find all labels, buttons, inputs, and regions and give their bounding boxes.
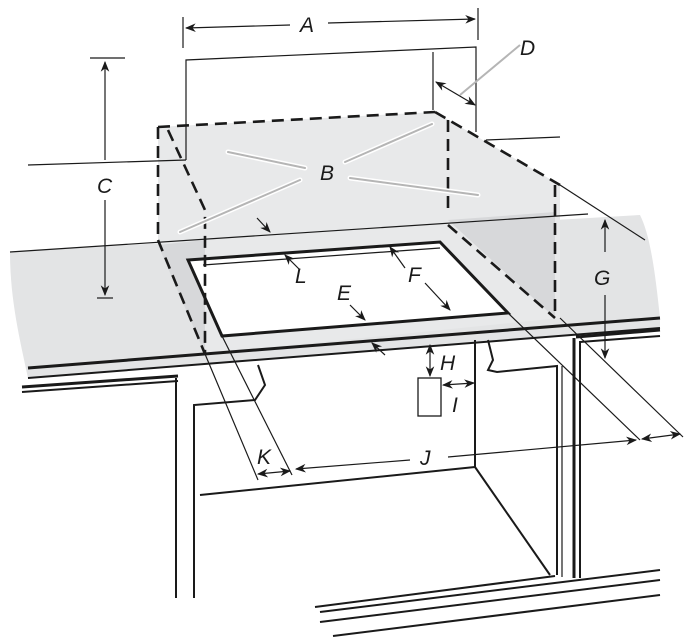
label-e: E <box>337 282 352 305</box>
label-h: H <box>440 352 456 375</box>
label-b: B <box>320 162 334 185</box>
label-i: I <box>452 394 458 417</box>
label-d: D <box>520 37 535 60</box>
label-l: L <box>295 265 307 288</box>
label-a: A <box>298 14 314 37</box>
label-f: F <box>408 264 422 287</box>
side-shade-right <box>448 212 555 318</box>
label-k: K <box>257 446 272 469</box>
label-j: J <box>419 447 431 470</box>
label-g: G <box>594 267 610 290</box>
label-c: C <box>97 175 113 198</box>
junction-box <box>417 377 442 417</box>
b-indicator-lines <box>177 121 481 235</box>
